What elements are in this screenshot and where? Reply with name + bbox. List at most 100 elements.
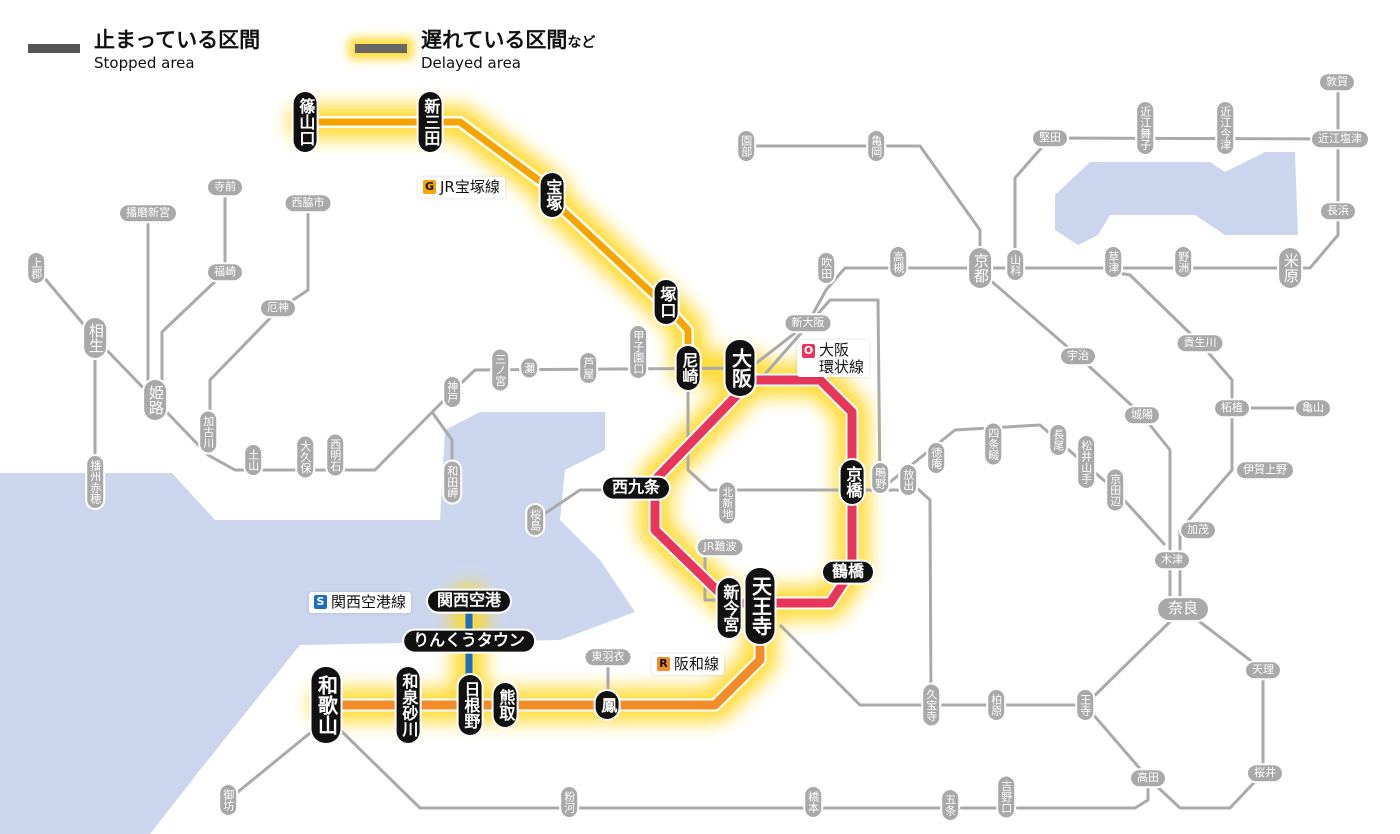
station-sakurajima[interactable]: 桜島 <box>527 505 543 535</box>
station-kyotanabe[interactable]: 京田辺 <box>1107 469 1123 511</box>
station-oji[interactable]: 王寺 <box>1077 690 1093 720</box>
station-hineno[interactable]: 日根野 <box>458 675 482 735</box>
legend-delayed-jp: 遅れている区間 <box>421 28 568 52</box>
legend-stopped-jp: 止まっている区間 <box>94 28 261 52</box>
station-sakurai[interactable]: 桜井 <box>1248 765 1282 781</box>
station-tenri[interactable]: 天理 <box>1246 662 1280 678</box>
station-wadamisaki[interactable]: 和田岬 <box>444 461 460 503</box>
line-badge: S <box>314 595 327 610</box>
station-igaueno[interactable]: 伊賀上野 <box>1237 462 1293 478</box>
station-kakogawa[interactable]: 加古川 <box>200 411 216 453</box>
station-nagahama[interactable]: 長浜 <box>1321 203 1355 219</box>
line-label-kansai-airport[interactable]: S 関西空港線 <box>309 592 412 613</box>
station-nara[interactable]: 奈良 <box>1157 598 1209 620</box>
station-yakujin[interactable]: 厄神 <box>261 300 295 316</box>
station-gobo[interactable]: 御坊 <box>220 785 236 815</box>
station-takatsuki[interactable]: 高槻 <box>890 247 906 277</box>
station-gojo[interactable]: 五条 <box>942 790 958 820</box>
line-label-hanwa[interactable]: R 阪和線 <box>652 654 725 675</box>
legend-delayed-en: Delayed area <box>421 54 521 72</box>
station-suita[interactable]: 吹田 <box>818 253 834 283</box>
station-rinkutown[interactable]: りんくうタウン <box>404 630 534 652</box>
station-kyoto[interactable]: 京都 <box>969 248 991 288</box>
station-uji[interactable]: 宇治 <box>1061 348 1095 364</box>
station-harimashingu[interactable]: 播磨新宮 <box>120 205 176 221</box>
station-takada[interactable]: 高田 <box>1131 770 1165 786</box>
station-aioi[interactable]: 相生 <box>84 318 106 358</box>
station-nishiwakishi[interactable]: 西脇市 <box>285 195 331 211</box>
station-nagao[interactable]: 長尾 <box>1050 425 1066 455</box>
station-yoshinoguchi[interactable]: 吉野口 <box>998 776 1014 818</box>
station-banshuako[interactable]: 播州赤穂 <box>87 456 103 508</box>
station-sannomiya[interactable]: 三ノ宮 <box>492 349 508 391</box>
station-izumisunagawa[interactable]: 和泉砂川 <box>396 667 420 743</box>
legend-delayed: 遅れている区間など Delayed area <box>355 24 595 72</box>
line-label-takarazuka[interactable]: G JR宝塚線 <box>418 177 505 198</box>
station-kyobashi[interactable]: 京橋 <box>840 460 864 504</box>
station-matsuiyamate[interactable]: 松井山手 <box>1078 436 1094 488</box>
line-label-osaka-loop[interactable]: O 大阪 環状線 <box>797 340 870 377</box>
station-tokuan[interactable]: 徳庵 <box>928 443 944 473</box>
station-shijonawate[interactable]: 四条畷 <box>985 423 1001 465</box>
station-fukusaki[interactable]: 福崎 <box>208 264 242 280</box>
station-higashihagoromo[interactable]: 東羽衣 <box>585 649 631 665</box>
legend-stopped: 止まっている区間 Stopped area <box>28 24 260 72</box>
station-takarazuka[interactable]: 宝塚 <box>540 173 564 217</box>
station-tsuge[interactable]: 柘植 <box>1215 400 1249 416</box>
station-kobe[interactable]: 神戸 <box>444 377 460 407</box>
station-tennoji[interactable]: 天王寺 <box>745 568 775 644</box>
station-maibara[interactable]: 米原 <box>1279 248 1301 288</box>
station-tsuchiyama[interactable]: 土山 <box>245 445 261 475</box>
station-kokawa[interactable]: 粉河 <box>561 787 577 817</box>
station-katata[interactable]: 堅田 <box>1033 130 1067 146</box>
station-hanaten[interactable]: 放出 <box>900 465 916 495</box>
hanwa-line <box>326 630 765 710</box>
station-kitashinchi[interactable]: 北新地 <box>719 482 735 524</box>
station-ashiya[interactable]: 芦屋 <box>580 353 596 383</box>
station-joyo[interactable]: 城陽 <box>1125 407 1159 423</box>
station-kizu[interactable]: 木津 <box>1155 552 1189 568</box>
station-shinosaka[interactable]: 新大阪 <box>785 315 831 331</box>
legend-delayed-suffix: など <box>567 35 596 51</box>
station-kibukawa[interactable]: 貴生川 <box>1177 335 1223 351</box>
station-amagasaki[interactable]: 尼崎 <box>676 346 700 390</box>
station-himeji[interactable]: 姫路 <box>144 380 166 420</box>
station-yamashina[interactable]: 山科 <box>1007 250 1023 280</box>
station-kameyama[interactable]: 亀山 <box>1296 400 1330 416</box>
station-teramae[interactable]: 寺前 <box>208 179 242 195</box>
station-shinimamiya[interactable]: 新今宮 <box>717 578 741 638</box>
station-hashimoto[interactable]: 橋本 <box>805 787 821 817</box>
station-shigino[interactable]: 鴫野 <box>872 463 888 493</box>
station-tsuruga[interactable]: 敦賀 <box>1320 74 1354 90</box>
station-koshienguchi[interactable]: 甲子園口 <box>630 326 646 378</box>
station-wakayama[interactable]: 和歌山 <box>311 667 341 743</box>
station-nada[interactable]: 灘 <box>521 358 537 378</box>
stopped-swatch <box>28 44 80 53</box>
station-yasu[interactable]: 野洲 <box>1175 247 1191 277</box>
station-tsukaguchi[interactable]: 塚口 <box>654 280 678 324</box>
station-okubo[interactable]: 大久保 <box>297 436 313 478</box>
station-kumatori[interactable]: 熊取 <box>493 683 517 727</box>
station-kamigori[interactable]: 上郡 <box>28 253 44 283</box>
station-kameoka[interactable]: 亀岡 <box>868 131 884 161</box>
station-kusatsu[interactable]: 草津 <box>1105 247 1121 277</box>
line-badge: O <box>802 344 815 358</box>
station-kashiwara[interactable]: 柏原 <box>988 690 1004 720</box>
station-tsuruhashi[interactable]: 鶴橋 <box>822 561 874 583</box>
station-osaka[interactable]: 大阪 <box>725 340 755 396</box>
station-kamo[interactable]: 加茂 <box>1181 522 1215 538</box>
station-nishikujo[interactable]: 西九条 <box>602 477 670 499</box>
station-otori[interactable]: 鳳 <box>595 691 619 719</box>
station-omiimazu[interactable]: 近江今津 <box>1217 102 1233 154</box>
station-omishiotsu[interactable]: 近江塩津 <box>1312 131 1368 147</box>
station-omimaiko[interactable]: 近江舞子 <box>1137 102 1153 154</box>
station-sasayamaguchi[interactable]: 篠山口 <box>293 92 317 152</box>
station-nishiakashi[interactable]: 西明石 <box>327 434 343 476</box>
station-shinsanda[interactable]: 新三田 <box>418 92 442 152</box>
station-kansaiairport[interactable]: 関西空港 <box>427 590 511 612</box>
station-sonobe[interactable]: 園部 <box>738 131 754 161</box>
line-name: 環状線 <box>819 357 865 376</box>
water <box>0 152 1298 834</box>
station-jrnamba[interactable]: JR難波 <box>697 539 743 555</box>
station-kyuhoji[interactable]: 久宝寺 <box>923 684 939 726</box>
